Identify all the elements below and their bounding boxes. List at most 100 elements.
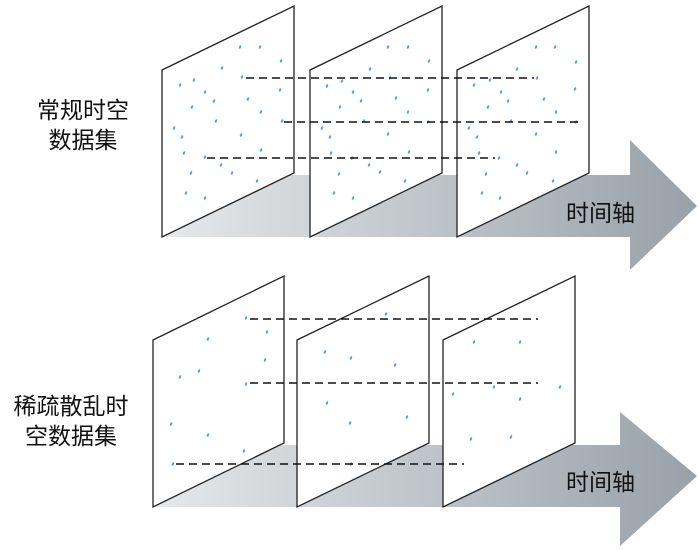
data-point	[320, 126, 324, 130]
data-point	[359, 99, 363, 103]
data-point	[178, 83, 182, 87]
data-point	[405, 415, 409, 419]
data-point	[351, 196, 355, 200]
data-point	[574, 60, 578, 64]
data-point	[488, 78, 492, 82]
frame-plane	[296, 274, 430, 509]
data-point	[184, 191, 188, 195]
data-point	[192, 78, 196, 82]
data-point	[219, 163, 223, 167]
data-point	[328, 135, 332, 139]
data-point	[265, 330, 269, 334]
trajectory-lines	[207, 77, 578, 159]
data-point	[386, 132, 390, 136]
data-point	[518, 340, 522, 344]
data-point	[551, 179, 555, 183]
data-point	[338, 105, 342, 109]
time-axis-label-regular: 时间轴	[566, 201, 635, 227]
data-point	[203, 155, 207, 159]
data-point	[426, 88, 430, 92]
data-point	[349, 356, 353, 360]
frame-plane	[442, 274, 576, 509]
data-point	[506, 99, 510, 103]
data-point	[486, 105, 490, 109]
data-point	[323, 350, 327, 354]
sparse-label-line-2: 空数据集	[25, 424, 117, 450]
time-axis-label-sparse: 时间轴	[566, 470, 635, 496]
data-point	[499, 90, 503, 94]
data-point	[329, 151, 333, 155]
frame-plane	[152, 274, 285, 509]
data-point	[206, 337, 210, 341]
data-point	[515, 67, 519, 71]
sparse-dataset-section	[152, 274, 697, 546]
data-point	[406, 45, 410, 49]
data-point	[169, 422, 173, 426]
regular-label-line-2: 数据集	[48, 128, 118, 154]
data-point	[206, 433, 210, 437]
data-point	[393, 363, 397, 367]
data-point	[263, 358, 267, 362]
data-point	[542, 97, 546, 101]
data-point	[509, 435, 513, 439]
data-point	[246, 97, 250, 101]
data-point	[498, 196, 502, 200]
data-point	[475, 135, 479, 139]
data-point	[492, 385, 496, 389]
data-point	[239, 133, 243, 137]
time-axis-arrow	[162, 140, 697, 270]
data-point	[558, 385, 562, 389]
data-point	[469, 437, 473, 441]
data-point	[518, 397, 522, 401]
regular-label-line-1: 常规时空	[37, 98, 129, 124]
data-point	[172, 126, 176, 130]
data-point	[573, 87, 577, 91]
data-point	[534, 45, 538, 49]
data-point	[180, 135, 184, 139]
data-point	[386, 45, 390, 49]
data-point	[325, 84, 329, 88]
data-point	[351, 90, 355, 94]
regular-dataset-section	[161, 4, 697, 270]
data-point	[525, 171, 529, 175]
data-point	[325, 401, 329, 405]
data-point	[477, 151, 481, 155]
data-point	[278, 88, 282, 92]
data-point	[238, 45, 242, 49]
trajectory-lines	[176, 318, 538, 465]
data-point	[553, 45, 557, 49]
data-point	[279, 59, 283, 63]
data-point	[348, 421, 352, 425]
data-point	[190, 105, 194, 109]
data-point	[203, 196, 207, 200]
time-frame-2	[296, 274, 430, 509]
time-frame-3	[442, 274, 576, 509]
data-point	[378, 170, 382, 174]
data-point	[467, 126, 471, 130]
data-point	[484, 172, 488, 176]
data-point	[244, 382, 248, 386]
data-point	[178, 375, 182, 379]
data-point	[407, 150, 411, 154]
data-point	[230, 171, 234, 175]
data-point	[427, 59, 431, 63]
data-point	[472, 83, 476, 87]
regular-dataset-label: 常规时空 数据集	[8, 96, 158, 156]
data-point	[403, 179, 407, 183]
sparse-label-line-1: 稀疏散乱时	[13, 394, 129, 420]
data-point	[182, 151, 186, 155]
data-point	[480, 191, 484, 195]
data-point	[189, 171, 193, 175]
data-point	[535, 76, 539, 80]
data-point	[554, 150, 558, 154]
data-point	[472, 340, 476, 344]
data-point	[497, 156, 501, 160]
data-point	[244, 316, 248, 320]
data-point	[197, 369, 201, 373]
data-point	[203, 90, 207, 94]
data-point	[214, 119, 218, 123]
data-point	[451, 392, 455, 396]
data-point	[258, 45, 262, 49]
data-point	[515, 163, 519, 167]
